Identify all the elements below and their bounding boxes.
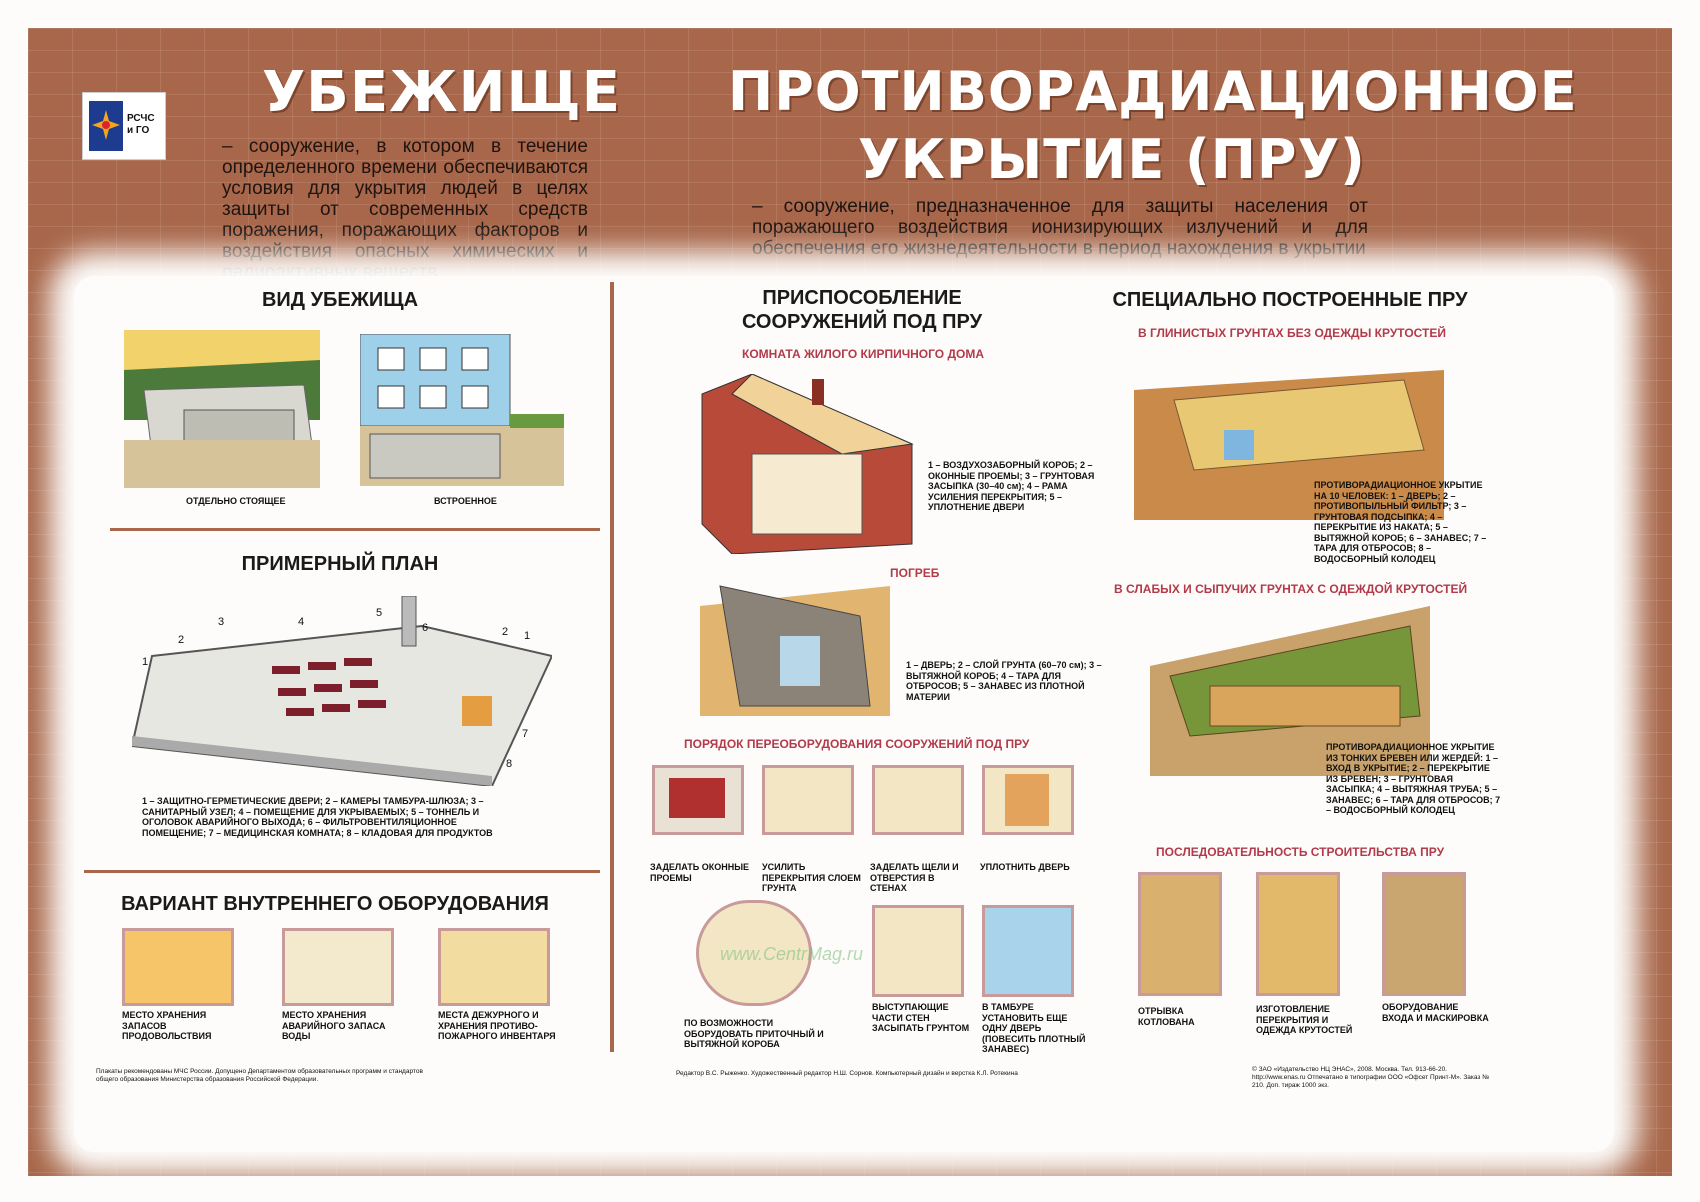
seq-caption-1: ОТРЫВКА КОТЛОВАНА — [1138, 1006, 1195, 1027]
step-door-illustration — [982, 765, 1074, 835]
plan-number-2b: 2 — [502, 626, 509, 638]
seq-excavation-illustration — [1138, 872, 1222, 996]
step-caption-5: ПО ВОЗМОЖНОСТИ ОБОРУДОВАТЬ ПРИТОЧНЫЙ И В… — [684, 1018, 824, 1049]
plan-number-5: 5 — [376, 607, 383, 619]
step-ducts-illustration — [696, 900, 812, 1006]
plan-number-8: 8 — [506, 758, 513, 770]
loose-soil-subtitle: В СЛАБЫХ И СЫПУЧИХ ГРУНТАХ С ОДЕЖДОЙ КРУ… — [1114, 582, 1468, 596]
plan-number-2: 2 — [178, 634, 185, 646]
view-title: ВИД УБЕЖИЩА — [261, 289, 419, 311]
step-walls-illustration — [872, 905, 964, 997]
cellar-illustration — [700, 585, 890, 716]
step-caption-1: ЗАДЕЛАТЬ ОКОННЫЕ ПРОЕМЫ — [650, 862, 750, 883]
step-windows-illustration — [652, 765, 744, 835]
pru-definition: – сооружение, предназначенное для защиты… — [752, 196, 1368, 259]
cellar-subtitle: ПОГРЕБ — [890, 566, 940, 580]
seq-entrance-illustration — [1382, 872, 1466, 996]
water-storage-illustration — [282, 928, 394, 1006]
logo-text-1: РСЧС — [127, 113, 155, 124]
watermark: www.CentrMag.ru — [720, 944, 864, 964]
room-subtitle: КОМНАТА ЖИЛОГО КИРПИЧНОГО ДОМА — [742, 347, 984, 361]
equip-caption-fire: МЕСТА ДЕЖУРНОГО И ХРАНЕНИЯ ПРОТИВО-ПОЖАР… — [438, 1010, 556, 1041]
step-caption-3: ЗАДЕЛАТЬ ЩЕЛИ И ОТВЕРСТИЯ В СТЕНАХ — [870, 862, 959, 893]
logo-text-2: и ГО — [127, 125, 150, 136]
room-legend: 1 – ВОЗДУХОЗАБОРНЫЙ КОРОБ; 2 – ОКОННЫЕ П… — [928, 460, 1095, 512]
loose-soil-shelter-illustration — [1150, 606, 1430, 776]
clay-legend: ПРОТИВОРАДИАЦИОННОЕ УКРЫТИЕ НА 10 ЧЕЛОВЕ… — [1314, 480, 1487, 564]
step-caption-6: ВЫСТУПАЮЩИЕ ЧАСТИ СТЕН ЗАСЫПАТЬ ГРУНТОМ — [872, 1002, 970, 1033]
step-caption-4: УПЛОТНИТЬ ДВЕРЬ — [980, 862, 1070, 872]
shelter-plan-illustration — [132, 596, 552, 786]
plan-legend: 1 – ЗАЩИТНО-ГЕРМЕТИЧЕСКИЕ ДВЕРИ; 2 – КАМ… — [142, 796, 493, 838]
step-cracks-illustration — [872, 765, 964, 835]
view-caption-builtin: ВСТРОЕННОЕ — [434, 496, 497, 506]
section-divider-1 — [110, 528, 600, 531]
loose-soil-legend: ПРОТИВОРАДИАЦИОННОЕ УКРЫТИЕ ИЗ ТОНКИХ БР… — [1326, 742, 1501, 815]
step-second-door-illustration — [982, 905, 1074, 997]
mchs-star-icon — [89, 101, 123, 151]
cellar-legend: 1 – ДВЕРЬ; 2 – СЛОЙ ГРУНТА (60–70 см); 3… — [906, 660, 1102, 702]
footer-right: © ЗАО «Издательство НЦ ЭНАС», 2008. Моск… — [1248, 1064, 1496, 1092]
step-caption-7: В ТАМБУРЕ УСТАНОВИТЬ ЕЩЕ ОДНУ ДВЕРЬ (ПОВ… — [982, 1002, 1086, 1054]
equip-caption-water: МЕСТО ХРАНЕНИЯ АВАРИЙНОГО ЗАПАСА ВОДЫ — [282, 1010, 386, 1041]
plan-number-6: 6 — [422, 622, 429, 634]
seq-roofing-illustration — [1256, 872, 1340, 996]
footer-middle: Редактор В.С. Рыженко. Художественный ре… — [672, 1068, 1050, 1080]
fire-equipment-illustration — [438, 928, 550, 1006]
clay-shelter-illustration — [1134, 370, 1444, 520]
plan-number-7: 7 — [522, 728, 529, 740]
built-in-shelter-illustration — [360, 334, 564, 486]
sequence-subtitle: ПОСЛЕДОВАТЕЛЬНОСТЬ СТРОИТЕЛЬСТВА ПРУ — [1156, 845, 1445, 859]
view-caption-standalone: ОТДЕЛЬНО СТОЯЩЕЕ — [186, 496, 286, 506]
standalone-shelter-illustration — [124, 330, 320, 488]
footer-left: Плакаты рекомендованы МЧС России. Допуще… — [92, 1066, 440, 1086]
section-divider-2 — [84, 870, 600, 873]
plan-number-3: 3 — [218, 616, 225, 628]
adaptation-title: ПРИСПОСОБЛЕНИЕ СООРУЖЕНИЙ ПОД ПРУ — [741, 287, 983, 333]
plan-number-1b: 1 — [524, 630, 531, 642]
brick-house-illustration — [701, 374, 914, 554]
special-pru-title: СПЕЦИАЛЬНО ПОСТРОЕННЫЕ ПРУ — [1112, 289, 1468, 311]
clay-subtitle: В ГЛИНИСТЫХ ГРУНТАХ БЕЗ ОДЕЖДЫ КРУТОСТЕЙ — [1138, 326, 1446, 340]
step-roof-illustration — [762, 765, 854, 835]
step-caption-2: УСИЛИТЬ ПЕРЕКРЫТИЯ СЛОЕМ ГРУНТА — [762, 862, 861, 893]
pru-title-line2: УКРЫТИЕ (ПРУ) — [858, 128, 1366, 191]
equipment-title: ВАРИАНТ ВНУТРЕННЕГО ОБОРУДОВАНИЯ — [121, 893, 549, 915]
column-divider — [610, 282, 614, 1052]
plan-number-1: 1 — [142, 656, 149, 668]
shelter-title: УБЕЖИЩЕ — [262, 60, 622, 125]
equip-caption-food: МЕСТО ХРАНЕНИЯ ЗАПАСОВ ПРОДОВОЛЬСТВИЯ — [122, 1010, 212, 1041]
seq-caption-3: ОБОРУДОВАНИЕ ВХОДА И МАСКИРОВКА — [1382, 1002, 1489, 1023]
food-storage-illustration — [122, 928, 234, 1006]
shelter-definition: – сооружение, в котором в течение опреде… — [222, 136, 588, 283]
plan-title: ПРИМЕРНЫЙ ПЛАН — [241, 553, 439, 575]
plan-number-4: 4 — [298, 616, 305, 628]
order-subtitle: ПОРЯДОК ПЕРЕОБОРУДОВАНИЯ СООРУЖЕНИЙ ПОД … — [684, 737, 1030, 751]
pru-title-line1: ПРОТИВОРАДИАЦИОННОЕ — [728, 60, 1578, 123]
seq-caption-2: ИЗГОТОВЛЕНИЕ ПЕРЕКРЫТИЯ И ОДЕЖДА КРУТОСТ… — [1256, 1004, 1353, 1035]
